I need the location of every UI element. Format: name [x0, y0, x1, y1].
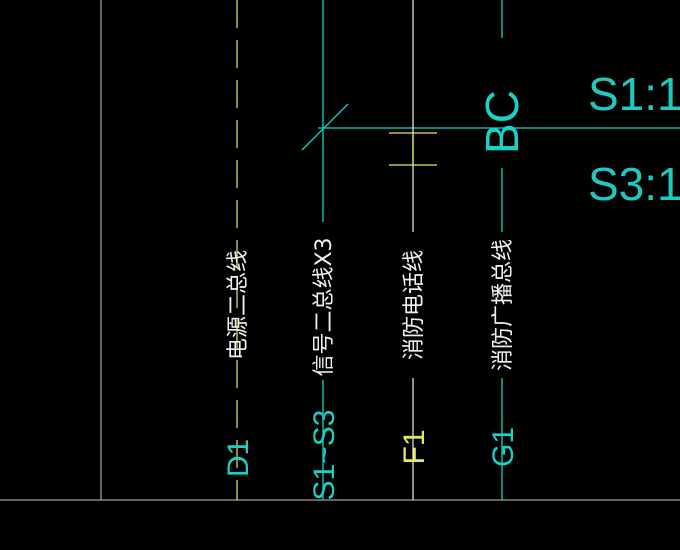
- code-s1s3: S1~S3: [308, 410, 341, 501]
- bus-tick-mark: [301, 103, 349, 151]
- right-text-s1: S1:1F: [588, 68, 680, 120]
- bc-label: BC: [476, 90, 528, 154]
- label-s1s3-desc: 信号二总线X3: [312, 237, 337, 376]
- code-f1: F1: [398, 429, 431, 464]
- telephone-symbol-icon: [389, 132, 437, 166]
- right-text-s3: S3:19F: [588, 158, 680, 210]
- label-d1-desc: 电源二总线: [226, 250, 251, 360]
- label-g1-desc: 消防广播总线: [491, 239, 516, 371]
- code-g1: G1: [487, 427, 520, 467]
- code-d1: D1: [222, 439, 255, 477]
- label-f1-desc: 消防电话线: [402, 250, 427, 360]
